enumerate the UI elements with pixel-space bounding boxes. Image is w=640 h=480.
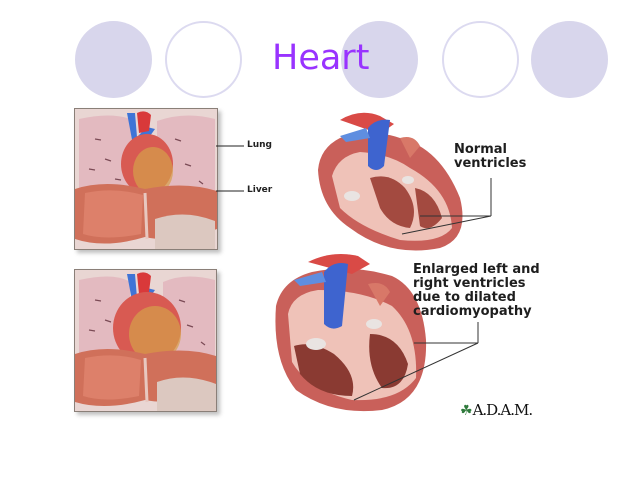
chest-anatomy-image-top — [74, 108, 218, 250]
enlarged-label-line-4: cardiomyopathy — [413, 304, 532, 319]
liver-label: Liver — [247, 185, 273, 195]
enlarged-label-line-3: due to dilated — [413, 290, 516, 305]
decor-circle-1 — [75, 21, 152, 98]
normal-ventricles-label: Normal ventricles — [454, 143, 526, 171]
decor-circle-3 — [341, 21, 418, 98]
adam-logo-text: A.D.A.M. — [472, 401, 534, 419]
enlarged-heart-illustration — [275, 254, 479, 412]
lung-label: Lung — [247, 140, 272, 150]
slide-title: Heart — [272, 38, 370, 78]
decor-circle-2 — [165, 21, 242, 98]
normal-heart-illustration — [318, 112, 492, 251]
label-leader-lines — [216, 145, 244, 192]
enlarged-ventricles-label: Enlarged left and right ventricles due t… — [413, 263, 540, 319]
normal-label-line-2: ventricles — [454, 156, 527, 171]
chest-enlarged-heart-illustration — [75, 270, 216, 411]
leaf-icon: ☘ — [460, 403, 473, 419]
chest-anatomy-image-bottom — [74, 269, 217, 412]
chest-anatomy-illustration — [75, 109, 217, 249]
decor-circle-4 — [442, 21, 519, 98]
enlarged-label-line-2: right ventricles — [413, 276, 526, 291]
enlarged-label-line-1: Enlarged left and — [413, 262, 540, 277]
adam-logo: ☘A.D.A.M. — [460, 401, 534, 419]
normal-label-line-1: Normal — [454, 142, 507, 157]
decor-circle-5 — [531, 21, 608, 98]
